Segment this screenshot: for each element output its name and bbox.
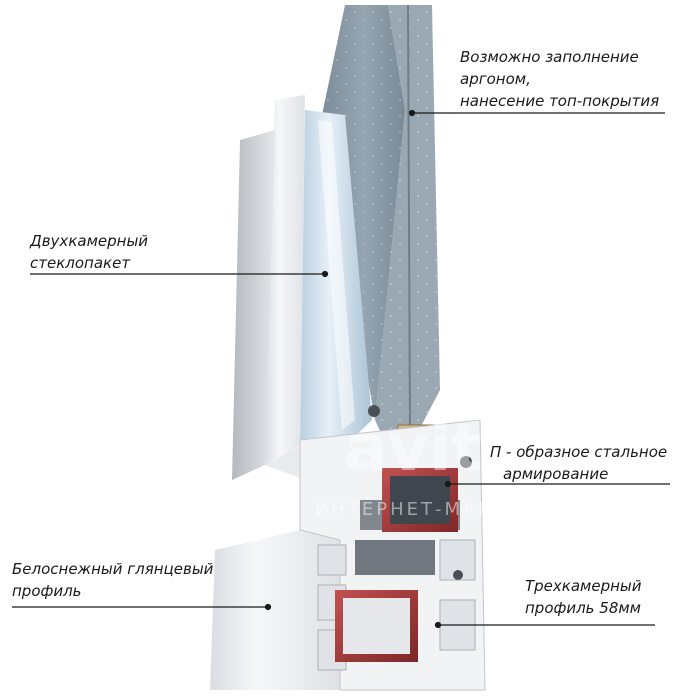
callout-steel-line-1: П - образное стальное (490, 443, 668, 461)
callout-double-glazing-line-1: Двухкамерный (30, 232, 149, 250)
steel-reinforcement-upper (382, 468, 458, 532)
callout-glazing-fill-line-2: аргоном, (460, 70, 531, 88)
callout-glazing-fill: Возможно заполнение аргоном, нанесение т… (460, 46, 659, 112)
watermark-logo: avito (344, 412, 525, 486)
avito-watermark: avito ИНТЕРНЕТ-МАГАЗИН (315, 412, 555, 520)
callout-glazing-fill-line-1: Возможно заполнение (460, 48, 639, 66)
callout-double-glazing: Двухкамерный стеклопакет (30, 230, 148, 274)
steel-reinforcement-lower (335, 590, 418, 662)
callout-steel-reinforcement: П - образное стальное армирование (490, 441, 667, 485)
leader-dot-steel (444, 480, 452, 488)
leader-lines (12, 109, 670, 629)
leader-dot-double-glazing (321, 270, 329, 278)
callout-steel-line-2: армирование (503, 465, 609, 483)
inner-glass-pane (375, 4, 440, 470)
callout-glazing-fill-line-3: нанесение топ-покрытия (460, 92, 660, 110)
front-glass-pane (300, 110, 372, 460)
callout-three-chamber-line-2: профиль 58мм (525, 599, 641, 617)
callout-double-glazing-line-2: стеклопакет (30, 254, 131, 272)
leader-dot-glazing-fill (408, 109, 416, 117)
callout-glossy-line-1: Белоснежный глянцевый (12, 560, 214, 578)
sash-frame-upright (232, 95, 330, 480)
leader-dot-three-chamber (434, 621, 442, 629)
seal-gaskets (368, 405, 472, 580)
callout-three-chamber-line-1: Трехкамерный (525, 577, 642, 595)
callout-three-chamber-profile: Трехкамерный профиль 58мм (525, 575, 642, 619)
leader-dot-glossy (264, 603, 272, 611)
outer-glass-pane (322, 5, 405, 420)
callout-glossy-line-2: профиль (12, 582, 82, 600)
callout-glossy-profile: Белоснежный глянцевый профиль (12, 558, 213, 602)
watermark-tagline: ИНТЕРНЕТ-МАГАЗИН (315, 499, 555, 520)
